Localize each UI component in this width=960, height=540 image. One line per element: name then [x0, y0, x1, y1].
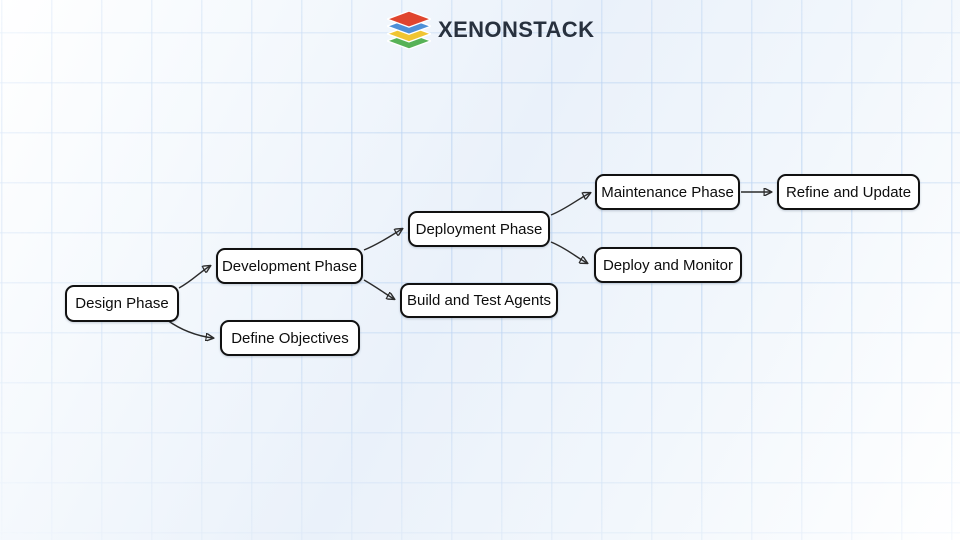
node-deployment-phase: Deployment Phase	[408, 211, 550, 247]
brand-name: XENONSTACK	[438, 17, 595, 42]
brand-logo: XENONSTACK	[387, 11, 594, 49]
edge-development-to-deployment	[363, 229, 402, 251]
node-design-phase: Design Phase	[65, 285, 179, 322]
node-label: Development Phase	[221, 257, 358, 275]
node-label: Refine and Update	[785, 183, 912, 201]
node-label: Build and Test Agents	[407, 292, 551, 309]
edge-design-to-development	[178, 266, 210, 289]
node-development-phase: Development Phase	[216, 248, 363, 284]
edge-deployment-to-deploy-and-monitor	[550, 241, 587, 263]
node-label: Deployment Phase	[415, 220, 543, 238]
layers-stack-icon	[387, 11, 431, 49]
edge-design-to-define-objectives	[166, 319, 213, 338]
node-refine-and-update: Refine and Update	[777, 174, 920, 210]
logo-layer-red	[387, 11, 431, 28]
node-maintenance-phase: Maintenance Phase	[595, 174, 740, 210]
node-label: Design Phase	[75, 295, 169, 312]
node-deploy-and-monitor: Deploy and Monitor	[594, 247, 742, 283]
edge-development-to-build-and-test	[363, 279, 394, 299]
node-label: Maintenance Phase	[601, 183, 734, 201]
node-define-objectives: Define Objectives	[220, 320, 360, 356]
node-label: Define Objectives	[231, 329, 349, 347]
node-label: Deploy and Monitor	[602, 256, 734, 274]
node-build-and-test-agents: Build and Test Agents	[400, 283, 558, 318]
edge-deployment-to-maintenance	[550, 193, 590, 216]
